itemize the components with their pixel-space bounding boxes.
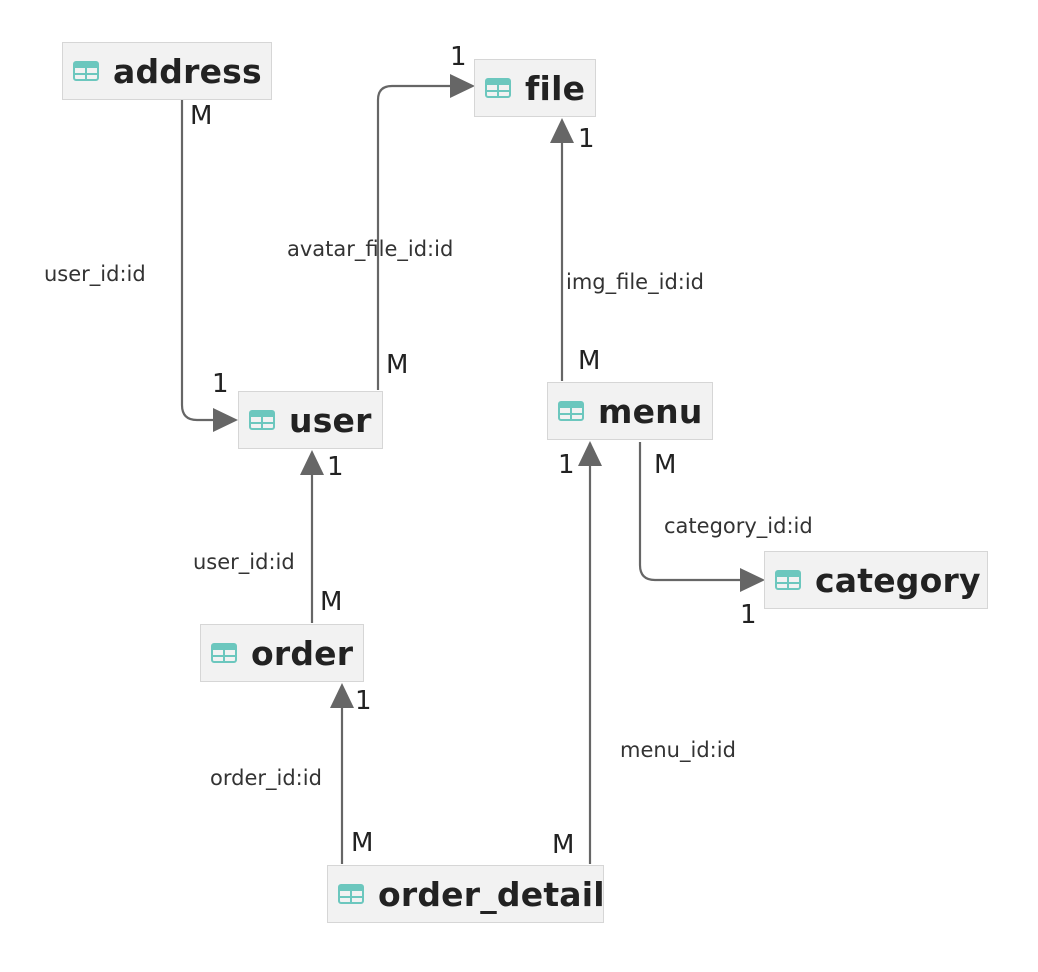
entity-order-detail[interactable]: order_detail (327, 865, 605, 923)
arrowhead-menu-up (578, 441, 602, 466)
table-icon (775, 570, 801, 590)
fk-label-menu-category: category_id:id (664, 514, 813, 538)
entity-name: order_detail (378, 874, 605, 914)
entity-name: menu (598, 391, 703, 431)
edge-user-file[interactable] (376, 81, 472, 390)
arrowhead-file-left (450, 74, 475, 98)
arrowhead-file-up (550, 118, 574, 143)
fk-label-menu-file: img_file_id:id (566, 270, 705, 294)
entity-name: file (525, 68, 586, 108)
cardinality-detail-menu-from: M (552, 830, 575, 860)
entity-menu[interactable]: menu (547, 382, 713, 440)
cardinality-detail-order-from: M (351, 828, 374, 858)
entity-name: order (251, 633, 354, 673)
entity-category[interactable]: category (764, 551, 988, 609)
arrowhead-user-left (213, 408, 238, 432)
cardinality-address-user-to: 1 (212, 369, 229, 399)
cardinality-user-file-from: M (386, 350, 409, 380)
entity-name: address (113, 51, 262, 91)
cardinality-menu-file-to: 1 (578, 124, 595, 154)
arrowhead-user-up (300, 450, 324, 475)
table-icon (338, 884, 364, 904)
table-icon (249, 410, 275, 430)
edge-menu-category[interactable] (638, 442, 763, 585)
arrowhead-order-up (330, 683, 354, 708)
cardinality-detail-menu-to: 1 (558, 450, 575, 480)
edge-address-user[interactable] (180, 100, 234, 425)
cardinality-detail-order-to: 1 (355, 686, 372, 716)
fk-label-user-file: avatar_file_id:id (287, 237, 454, 261)
fk-label-order-user: user_id:id (193, 550, 295, 574)
cardinality-menu-file-from: M (578, 346, 601, 376)
cardinality-menu-category-from: M (654, 450, 677, 480)
entity-name: user (289, 400, 372, 440)
table-icon (558, 401, 584, 421)
cardinality-menu-category-to: 1 (740, 600, 757, 630)
cardinality-order-user-to: 1 (327, 452, 344, 482)
entity-file[interactable]: file (474, 59, 596, 117)
entity-user[interactable]: user (238, 391, 383, 449)
cardinality-order-user-from: M (320, 587, 343, 617)
entity-name: category (815, 560, 981, 600)
cardinality-address-user-from: M (190, 101, 213, 131)
table-icon (485, 78, 511, 98)
table-icon (211, 643, 237, 663)
fk-label-detail-menu: menu_id:id (620, 738, 736, 762)
entity-address[interactable]: address (62, 42, 272, 100)
table-icon (73, 61, 99, 81)
fk-label-detail-order: order_id:id (210, 766, 322, 790)
entity-order[interactable]: order (200, 624, 364, 682)
arrowhead-category-left (740, 568, 765, 592)
cardinality-user-file-to: 1 (450, 42, 467, 72)
fk-label-address-user: user_id:id (44, 262, 146, 286)
